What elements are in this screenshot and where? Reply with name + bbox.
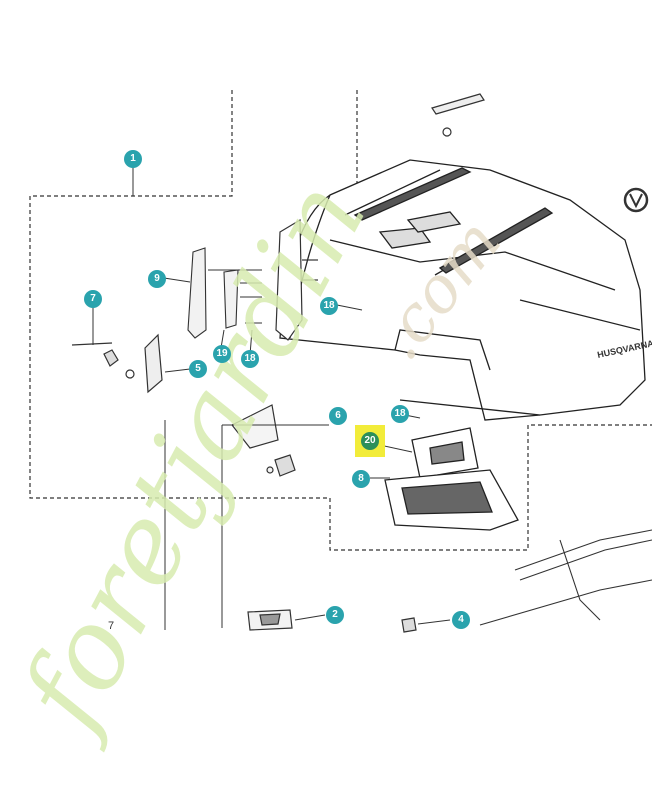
callout-18-top: 18 <box>320 297 338 315</box>
callout-1: 1 <box>124 150 142 168</box>
callout-6: 6 <box>329 407 347 425</box>
hinge-bracket-part <box>187 247 262 339</box>
base-part <box>247 609 293 631</box>
frame-part <box>479 529 652 626</box>
husqvarna-logo-icon <box>623 187 649 213</box>
dashed-boundaries <box>29 90 652 551</box>
clip-part <box>401 617 417 633</box>
callout-9: 9 <box>148 270 166 288</box>
callout-2: 2 <box>326 606 344 624</box>
hood-side-flap <box>275 218 318 341</box>
hood-cover <box>279 159 646 421</box>
bracket-part <box>231 404 296 477</box>
dash-panel-part <box>384 427 519 531</box>
callout-18-left: 18 <box>241 350 259 368</box>
top-strap-part <box>431 93 485 137</box>
callout-4: 4 <box>452 611 470 629</box>
callout-19: 19 <box>213 345 231 363</box>
callout-20-highlight: 20 <box>355 425 385 457</box>
callout-20: 20 <box>361 432 379 450</box>
callout-5: 5 <box>189 360 207 378</box>
rod-part <box>71 333 163 394</box>
edge-label-7: 7 <box>108 620 115 632</box>
callout-8: 8 <box>352 470 370 488</box>
callout-18-right: 18 <box>391 405 409 423</box>
callout-7: 7 <box>84 290 102 308</box>
